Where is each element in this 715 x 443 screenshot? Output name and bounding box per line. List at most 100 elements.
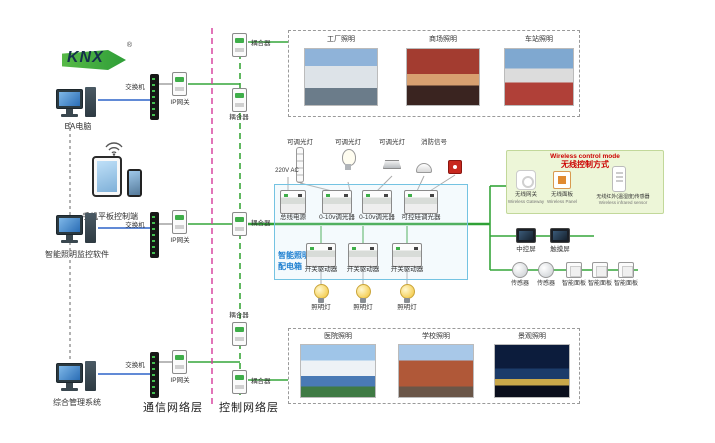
smart-panel-label-3: 智能面板 [613, 281, 638, 287]
registered-trademark-icon: ® [126, 42, 132, 49]
sensor-label-1: 传感器 [510, 281, 529, 287]
cabinet-title-line2: 配电箱 [278, 262, 302, 271]
fire-alarm-icon [448, 160, 462, 174]
lamp-label-3: 照明灯 [397, 304, 417, 311]
ctrl-layer-label: 控制网络层 [219, 402, 279, 414]
scene-label-landscape: 景观照明 [518, 333, 546, 340]
dimmer-0-10v-label-1: 0-10v调光器 [319, 214, 355, 221]
switch-label-3: 交换机 [125, 362, 145, 369]
mobile-terminal-label: 手机平板控制端 [82, 212, 138, 221]
scene-label-factory: 工厂照明 [327, 36, 355, 43]
coupler-label-4: 耦合器 [229, 312, 249, 319]
coupler-icon [232, 322, 247, 346]
photo-school-lighting [398, 344, 474, 398]
phone-icon [127, 169, 142, 197]
lamp-label-2: 照明灯 [353, 304, 373, 311]
coupler-icon [232, 33, 247, 57]
ip-gateway-icon [172, 72, 187, 96]
fluorescent-tube-icon [296, 147, 304, 183]
dimmer-0-10v-label-2: 0-10v调光器 [359, 214, 395, 221]
switch-label-2: 交换机 [125, 222, 145, 229]
switch-label-1: 交换机 [125, 84, 145, 91]
smart-panel-icon [592, 262, 608, 278]
triac-dimmer-icon [404, 190, 438, 214]
knx-logo-text: KNX [67, 49, 104, 66]
smart-panel-label-1: 智能面板 [561, 281, 586, 287]
gateway-label-2: IP网关 [170, 237, 190, 244]
smart-panel-label-2: 智能面板 [587, 281, 612, 287]
photo-landscape-lighting [494, 344, 570, 398]
bottom-scenes-box [288, 328, 580, 404]
wireless-panel-icon [553, 171, 571, 189]
dimmable-bulb-icon [341, 149, 356, 171]
fire-signal-label: 消防信号 [421, 139, 447, 146]
photo-station-lighting [504, 48, 574, 106]
photo-factory-lighting [304, 48, 378, 106]
wifi-icon [104, 139, 124, 156]
photo-mall-lighting [406, 48, 480, 106]
load-label-1: 可调光灯 [287, 139, 313, 146]
wireless-gateway-icon [516, 170, 536, 190]
coupler-icon [232, 88, 247, 112]
monitoring-computer-icon [56, 212, 98, 248]
sensor-icon [538, 262, 554, 278]
gateway-label-3: IP网关 [170, 377, 190, 384]
monitoring-software-label: 智能照明监控软件 [45, 250, 109, 259]
coupler-label-5: 耦合器 [251, 378, 271, 385]
touch-screen-icon [550, 228, 570, 243]
dimmer-0-10v-icon [362, 190, 392, 214]
switch-actuator-label-2: 开关驱动器 [346, 266, 380, 273]
switch-actuator-icon [392, 243, 422, 267]
lamp-label-1: 照明灯 [311, 304, 331, 311]
scene-label-school: 学校照明 [422, 333, 450, 340]
dimmer-0-10v-icon [322, 190, 352, 214]
coupler-label-3: 耦合器 [251, 220, 271, 227]
network-switch-icon [150, 212, 159, 258]
tablet-icon [92, 156, 122, 197]
wireless-sensor-icon [612, 166, 626, 192]
scene-label-mall: 商场照明 [429, 36, 457, 43]
ip-gateway-icon [172, 210, 187, 234]
smart-panel-icon [566, 262, 582, 278]
network-switch-icon [150, 74, 159, 120]
smart-panel-icon [618, 262, 634, 278]
sensor-label-2: 传感器 [536, 281, 555, 287]
wireless-title-cn: 无线控制方式 [561, 160, 609, 169]
knx-arrow-icon [62, 50, 126, 70]
smoke-detector-icon [416, 163, 432, 173]
sensor-icon [512, 262, 528, 278]
scene-label-hospital: 医院照明 [324, 333, 352, 340]
top-scenes-box [288, 30, 580, 117]
central-control-screen-icon [516, 228, 536, 243]
management-system-label: 综合管理系统 [53, 398, 101, 407]
switch-actuator-icon [348, 243, 378, 267]
central-screen-label: 中控屏 [516, 246, 536, 253]
switch-actuator-label-1: 开关驱动器 [304, 266, 338, 273]
lamp-icon [400, 284, 415, 303]
comm-layer-label: 通信网络层 [143, 402, 203, 414]
triac-dimmer-label: 可控硅调光器 [401, 214, 441, 221]
gateway-label-1: IP网关 [170, 99, 190, 106]
lamp-icon [314, 284, 329, 303]
lamp-icon [356, 284, 371, 303]
ba-computer-label: BA电脑 [64, 122, 92, 131]
cabinet-title-line1: 智能照明 [278, 251, 310, 260]
switch-actuator-label-3: 开关驱动器 [390, 266, 424, 273]
coupler-label-2: 耦合器 [229, 114, 249, 121]
coupler-icon [232, 212, 247, 236]
ip-gateway-icon [172, 350, 187, 374]
scene-label-station: 车站照明 [525, 36, 553, 43]
coupler-label-1: 耦合器 [251, 40, 271, 47]
power-label: 220V AC [275, 168, 299, 174]
bus-power-supply-icon [280, 190, 306, 214]
photo-hospital-lighting [300, 344, 376, 398]
management-computer-icon [56, 360, 98, 396]
wireless-title-en: Wireless control mode [550, 153, 620, 160]
switch-actuator-icon [306, 243, 336, 267]
load-label-2: 可调光灯 [335, 139, 361, 146]
downlight-icon [383, 160, 401, 169]
